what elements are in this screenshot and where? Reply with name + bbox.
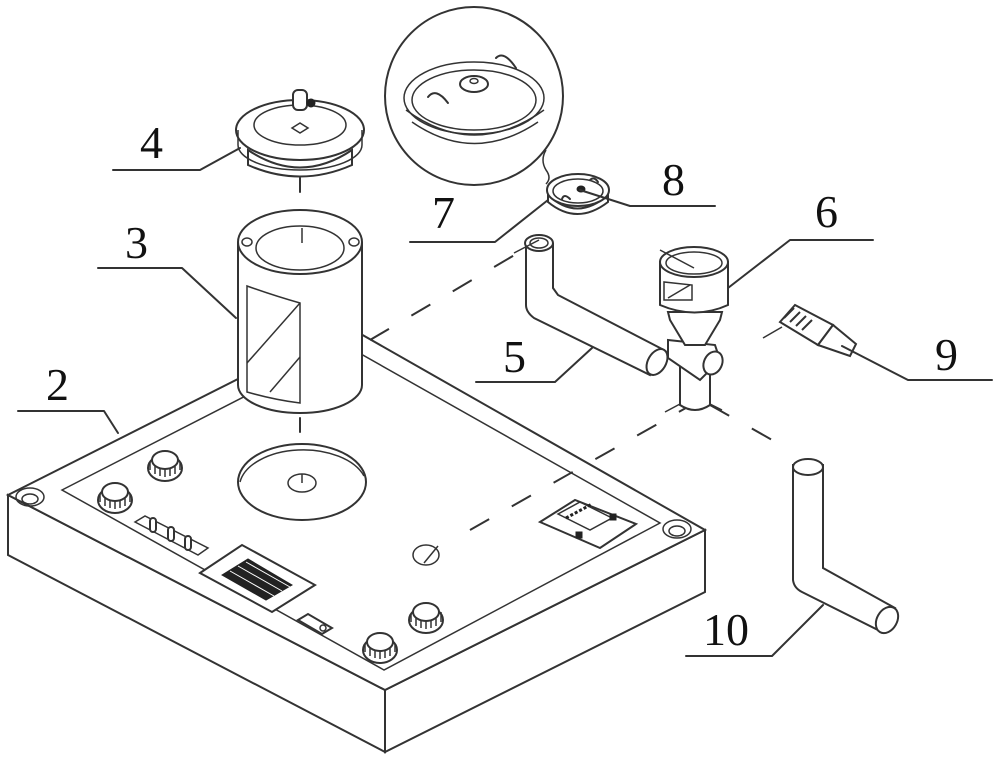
label-10: 10 [703,604,749,655]
part-labels: 4 3 2 7 8 6 5 9 10 [46,117,958,655]
knob-4 [362,632,398,664]
bent-outlet-tube [792,458,900,635]
label-3: 3 [125,217,148,268]
detail-magnifier [384,6,564,186]
threaded-connector [762,303,858,358]
funnel-tee-fitting [659,246,729,413]
indicator-strip [133,515,210,556]
knob-1 [147,450,183,482]
label-9: 9 [935,329,958,380]
top-cap [235,89,365,178]
leader-lines [17,147,993,657]
circuit-module [537,498,639,550]
disc-cap [546,173,610,215]
label-6: 6 [815,186,838,237]
gauge-dial [412,544,440,566]
label-8: 8 [662,154,685,205]
knob-2 [97,482,133,514]
label-2: 2 [46,359,69,410]
label-4: 4 [140,117,163,168]
cylindrical-housing [237,209,363,414]
label-5: 5 [503,331,526,382]
knob-3 [408,602,444,634]
assembly-lines [299,177,791,531]
toggle-switch [296,612,334,636]
display-screen [198,543,317,614]
base-plate [5,323,708,754]
bent-inlet-tube [513,234,669,377]
label-7: 7 [432,187,455,238]
